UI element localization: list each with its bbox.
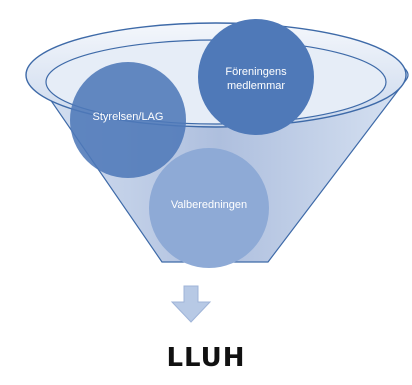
label-foreningens-medlemmar: Föreningens medlemmar bbox=[225, 66, 287, 92]
circle-valberedningen bbox=[149, 148, 269, 268]
label-valberedningen: Valberedningen bbox=[170, 199, 248, 211]
circle-styrelsen-lag bbox=[70, 62, 186, 178]
down-arrow-icon bbox=[170, 285, 212, 323]
circle-foreningens-medlemmar bbox=[198, 19, 314, 135]
output-label: LLUH bbox=[166, 343, 246, 373]
label-styrelsen-lag: Styrelsen/LAG bbox=[92, 111, 164, 123]
